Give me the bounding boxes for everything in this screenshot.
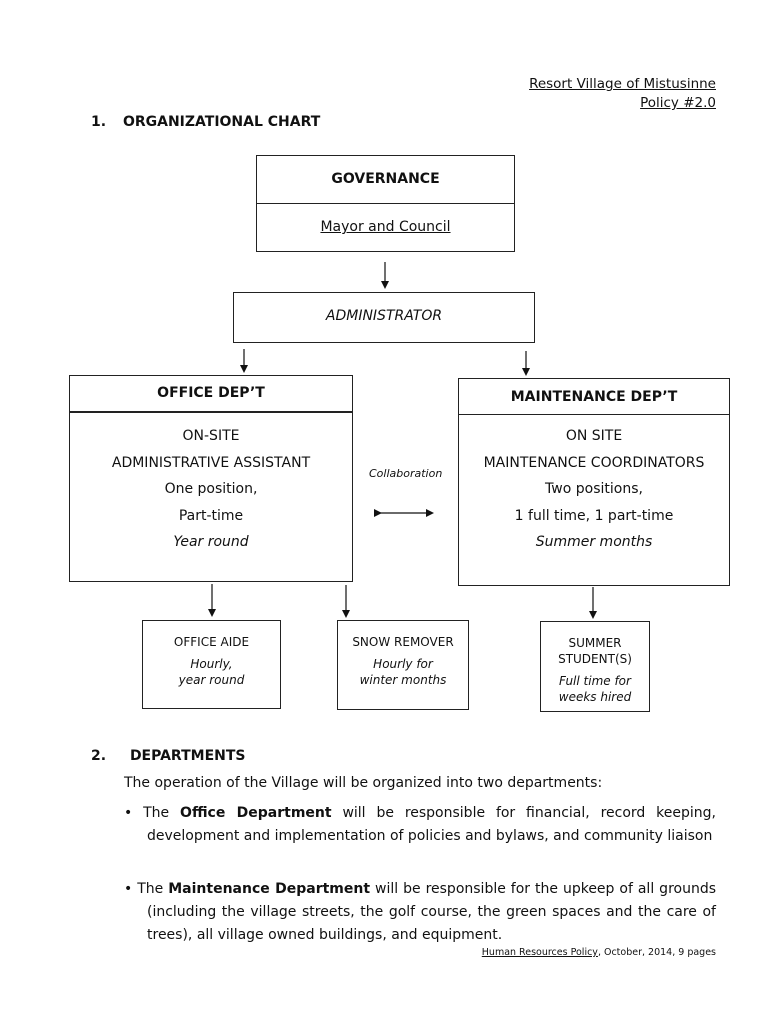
- maintenance-line-3: Two positions,: [545, 481, 643, 497]
- office-aide-box: OFFICE AIDE Hourly, year round: [142, 620, 281, 709]
- bullet-2-bold: Maintenance Department: [168, 881, 371, 897]
- office-line-1: ON-SITE: [182, 428, 240, 444]
- administrator-label: ADMINISTRATOR: [325, 308, 443, 324]
- collaboration-label: Collaboration: [369, 467, 443, 480]
- maintenance-line-2: MAINTENANCE COORDINATORS: [483, 454, 705, 471]
- maintenance-dept-box: MAINTENANCE DEP’T ON SITE MAINTENANCE CO…: [458, 378, 730, 586]
- office-dept-box: OFFICE DEP’T ON-SITE ADMINISTRATIVE ASSI…: [69, 375, 353, 582]
- maintenance-line-1: ON SITE: [565, 428, 623, 444]
- document-header: Resort Village of Mistusinne Policy #2.0: [529, 75, 716, 113]
- bullet-1-text: will be responsible for financial, recor…: [147, 805, 716, 844]
- maintenance-line-5: Summer months: [535, 534, 653, 550]
- summer-student-line-1: Full time for: [559, 674, 631, 688]
- bullet-1-bold: Office Department: [180, 805, 332, 821]
- summer-student-title-2: STUDENT(S): [558, 652, 632, 666]
- maintenance-line-4: 1 full time, 1 part-time: [514, 507, 674, 524]
- summer-student-title-1: SUMMER: [568, 636, 622, 650]
- header-org: Resort Village of Mistusinne: [529, 76, 716, 92]
- office-aide-line-1: Hourly,: [190, 657, 233, 671]
- snow-remover-line-1: Hourly for: [373, 657, 433, 671]
- office-line-5: Year round: [173, 534, 249, 550]
- bullet-2-prefix: • The: [124, 881, 169, 897]
- section-1-heading: 1. ORGANIZATIONAL CHART: [91, 114, 320, 130]
- summer-student-box: SUMMER STUDENT(S) Full time for weeks hi…: [540, 621, 650, 712]
- section-1-number: 1.: [91, 114, 107, 130]
- governance-subtitle: Mayor and Council: [320, 219, 451, 235]
- maintenance-dept-details: ON SITE MAINTENANCE COORDINATORS Two pos…: [459, 415, 729, 556]
- office-dept-details: ON-SITE ADMINISTRATIVE ASSISTANT One pos…: [70, 413, 352, 556]
- summer-student-line-2: weeks hired: [558, 690, 632, 704]
- bullet-1-prefix: • The: [124, 805, 181, 821]
- section-1-title: ORGANIZATIONAL CHART: [122, 114, 321, 130]
- snow-remover-box: SNOW REMOVER Hourly for winter months: [337, 620, 469, 710]
- snow-remover-title: SNOW REMOVER: [352, 635, 454, 649]
- bullet-office-department: • The Office Department will be responsi…: [124, 802, 716, 848]
- section-2-intro: The operation of the Village will be org…: [124, 775, 603, 791]
- maintenance-dept-title: MAINTENANCE DEP’T: [459, 379, 729, 415]
- bullet-maintenance-department: • The Maintenance Department will be res…: [124, 878, 716, 947]
- office-dept-title: OFFICE DEP’T: [70, 376, 352, 413]
- bullet-2-text: will be responsible for the upkeep of al…: [147, 881, 717, 943]
- office-aide-line-2: year round: [178, 673, 245, 687]
- header-policy: Policy #2.0: [640, 95, 716, 111]
- footer-doc-title: Human Resources Policy: [481, 947, 598, 958]
- document-footer: Human Resources Policy, October, 2014, 9…: [482, 947, 716, 958]
- section-2-title: DEPARTMENTS: [129, 748, 246, 764]
- office-line-3: One position,: [164, 481, 258, 497]
- office-line-2: ADMINISTRATIVE ASSISTANT: [111, 454, 311, 471]
- section-2-heading: 2. DEPARTMENTS: [91, 748, 245, 764]
- governance-title: GOVERNANCE: [257, 156, 514, 204]
- governance-box: GOVERNANCE Mayor and Council: [256, 155, 515, 252]
- snow-remover-line-2: winter months: [359, 673, 447, 687]
- office-line-4: Part-time: [178, 507, 244, 524]
- section-2-number: 2.: [91, 748, 107, 764]
- administrator-box: ADMINISTRATOR: [233, 292, 535, 343]
- footer-doc-details: , October, 2014, 9 pages: [597, 947, 716, 958]
- office-aide-title: OFFICE AIDE: [173, 635, 250, 649]
